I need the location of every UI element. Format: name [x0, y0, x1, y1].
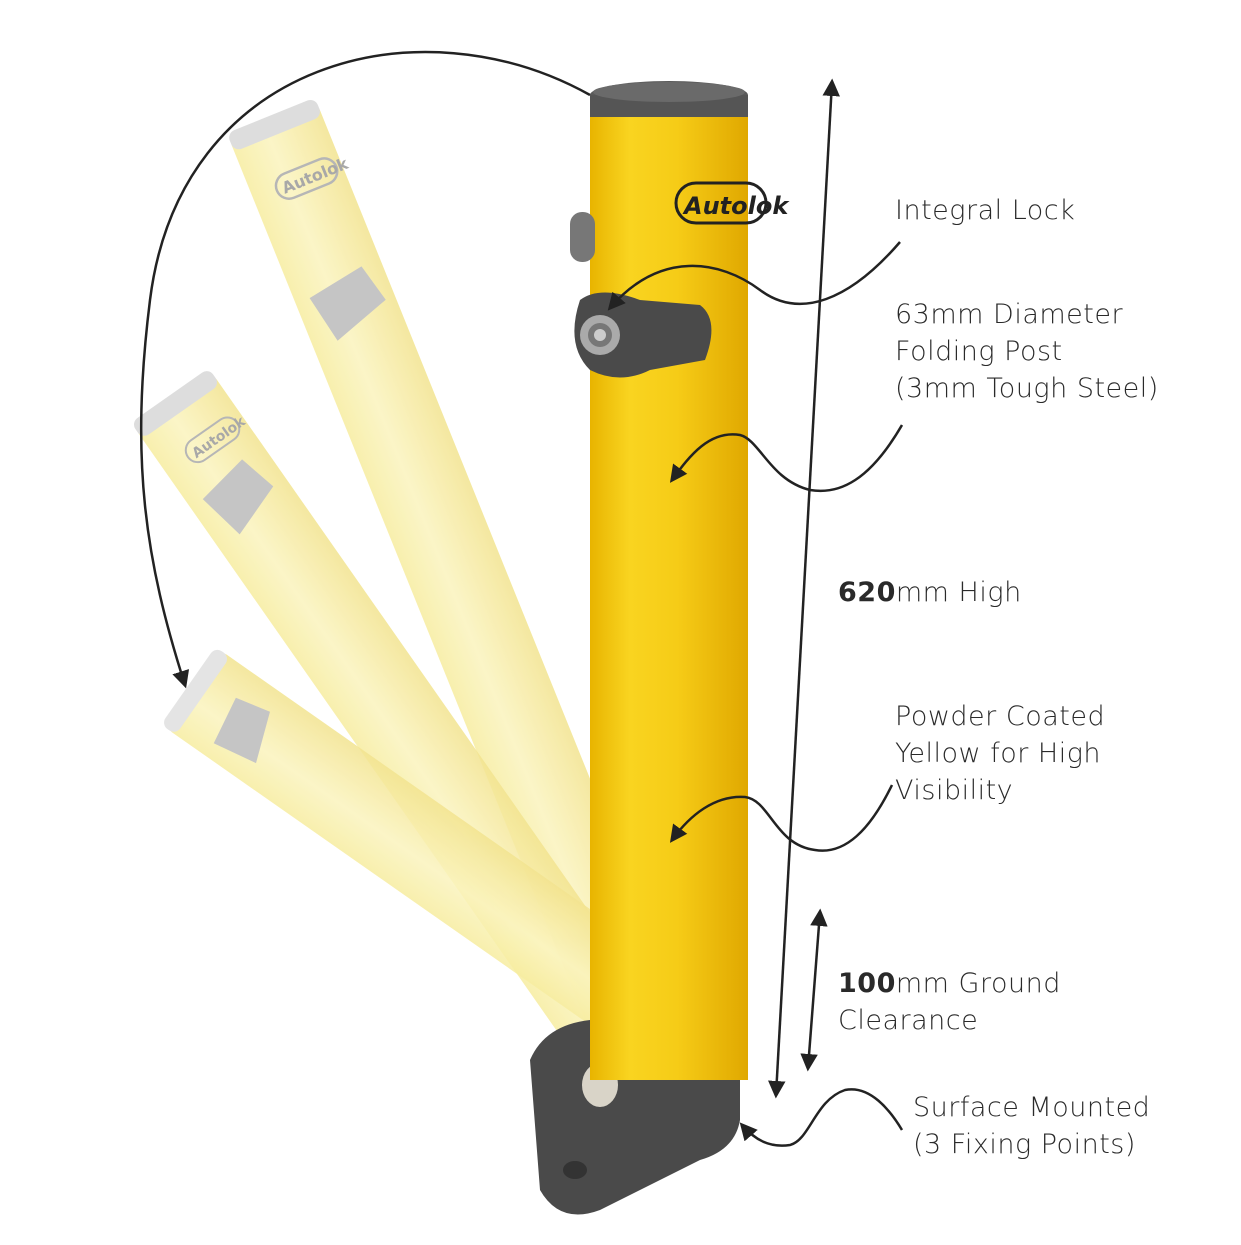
clearance-unit: mm Ground [895, 968, 1061, 999]
label-line: Visibility [895, 775, 1014, 806]
label-line: (3mm Tough Steel) [895, 373, 1159, 404]
label-integral-lock: Integral Lock [895, 192, 1075, 229]
label-height: 620mm High [838, 574, 1022, 611]
label-line: Powder Coated [895, 701, 1106, 732]
label-clearance: 100mm Ground Clearance [838, 965, 1061, 1039]
leader-diameter [669, 424, 904, 493]
fold-arc-arrow [139, 50, 591, 689]
main-post: Autolok [570, 81, 790, 1080]
height-unit: mm High [895, 577, 1022, 608]
label-surface-mounted: Surface Mounted (3 Fixing Points) [913, 1089, 1150, 1163]
label-line: (3 Fixing Points) [913, 1129, 1136, 1160]
label-line: Integral Lock [895, 195, 1076, 226]
label-powder-coated: Powder Coated Yellow for High Visibility [895, 698, 1105, 809]
label-line: Clearance [838, 1005, 979, 1036]
leader-surface [739, 1088, 904, 1147]
label-line: Folding Post [895, 336, 1063, 367]
leader-powder [669, 784, 894, 852]
label-line: Yellow for High [895, 738, 1102, 769]
label-line: 63mm Diameter [895, 299, 1124, 330]
height-value: 620 [838, 577, 896, 608]
ghost-post-1: Autolok [229, 99, 673, 1024]
label-line: Surface Mounted [913, 1092, 1151, 1123]
leader-integral-lock [607, 241, 901, 311]
clearance-value: 100 [838, 968, 896, 999]
clearance-dimension-line [800, 908, 828, 1072]
label-diameter: 63mm Diameter Folding Post (3mm Tough St… [895, 296, 1159, 407]
height-dimension-line [768, 78, 840, 1099]
svg-text:Autolok: Autolok [682, 192, 790, 220]
